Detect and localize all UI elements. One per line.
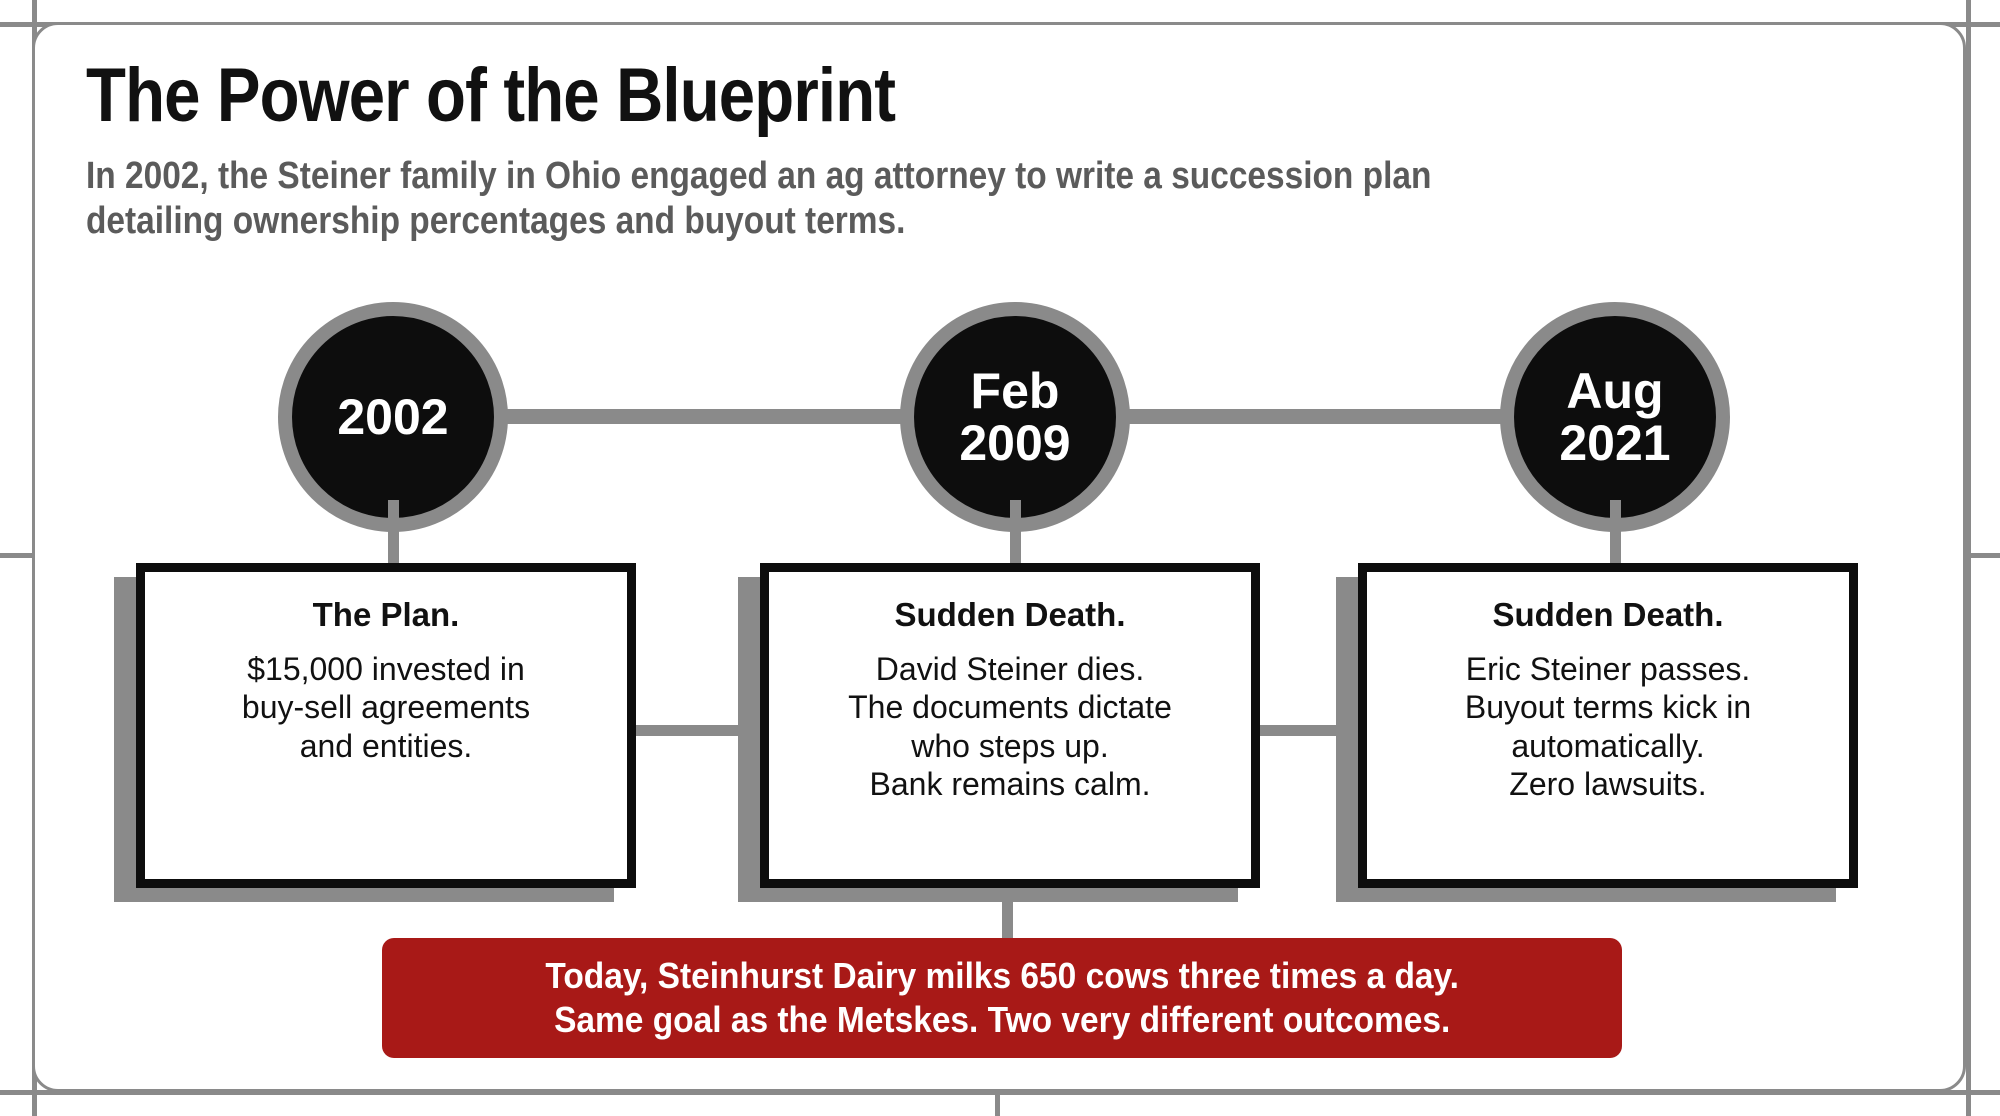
card-text: David Steiner dies. The documents dictat… xyxy=(848,651,1172,803)
card-title: Sudden Death. xyxy=(894,596,1126,633)
card-title: Sudden Death. xyxy=(1492,596,1724,633)
frame-grid-line-right xyxy=(1966,0,1971,1116)
frame-grid-line-bottom xyxy=(0,1090,2000,1095)
card-body-container: Sudden Death. Eric Steiner passes. Buyou… xyxy=(1358,563,1858,888)
slide-content-frame xyxy=(32,22,1966,1092)
card-text: $15,000 invested in buy-sell agreements … xyxy=(241,651,531,764)
frame-grid-line-bottom-stem xyxy=(995,1090,1000,1116)
card-body-container: Sudden Death. David Steiner dies. The do… xyxy=(760,563,1260,888)
frame-grid-line-middle-right xyxy=(1966,553,2000,558)
summary-banner-text: Today, Steinhurst Dairy milks 650 cows t… xyxy=(545,955,1459,1040)
card-text: Eric Steiner passes. Buyout terms kick i… xyxy=(1464,651,1752,803)
timeline-card-the-plan[interactable]: The Plan. $15,000 invested in buy-sell a… xyxy=(114,563,636,902)
timeline-card-sudden-death-2021[interactable]: Sudden Death. Eric Steiner passes. Buyou… xyxy=(1336,563,1858,902)
slide-header: The Power of the Blueprint In 2002, the … xyxy=(86,58,1786,244)
frame-grid-line-middle-left xyxy=(0,553,37,558)
timeline-card-sudden-death-2009[interactable]: Sudden Death. David Steiner dies. The do… xyxy=(738,563,1260,902)
card-title: The Plan. xyxy=(312,596,460,633)
page-subtitle: In 2002, the Steiner family in Ohio enga… xyxy=(86,155,1432,242)
summary-banner: Today, Steinhurst Dairy milks 650 cows t… xyxy=(382,938,1622,1058)
card-body-container: The Plan. $15,000 invested in buy-sell a… xyxy=(136,563,636,888)
page-title: The Power of the Blueprint xyxy=(86,53,896,138)
